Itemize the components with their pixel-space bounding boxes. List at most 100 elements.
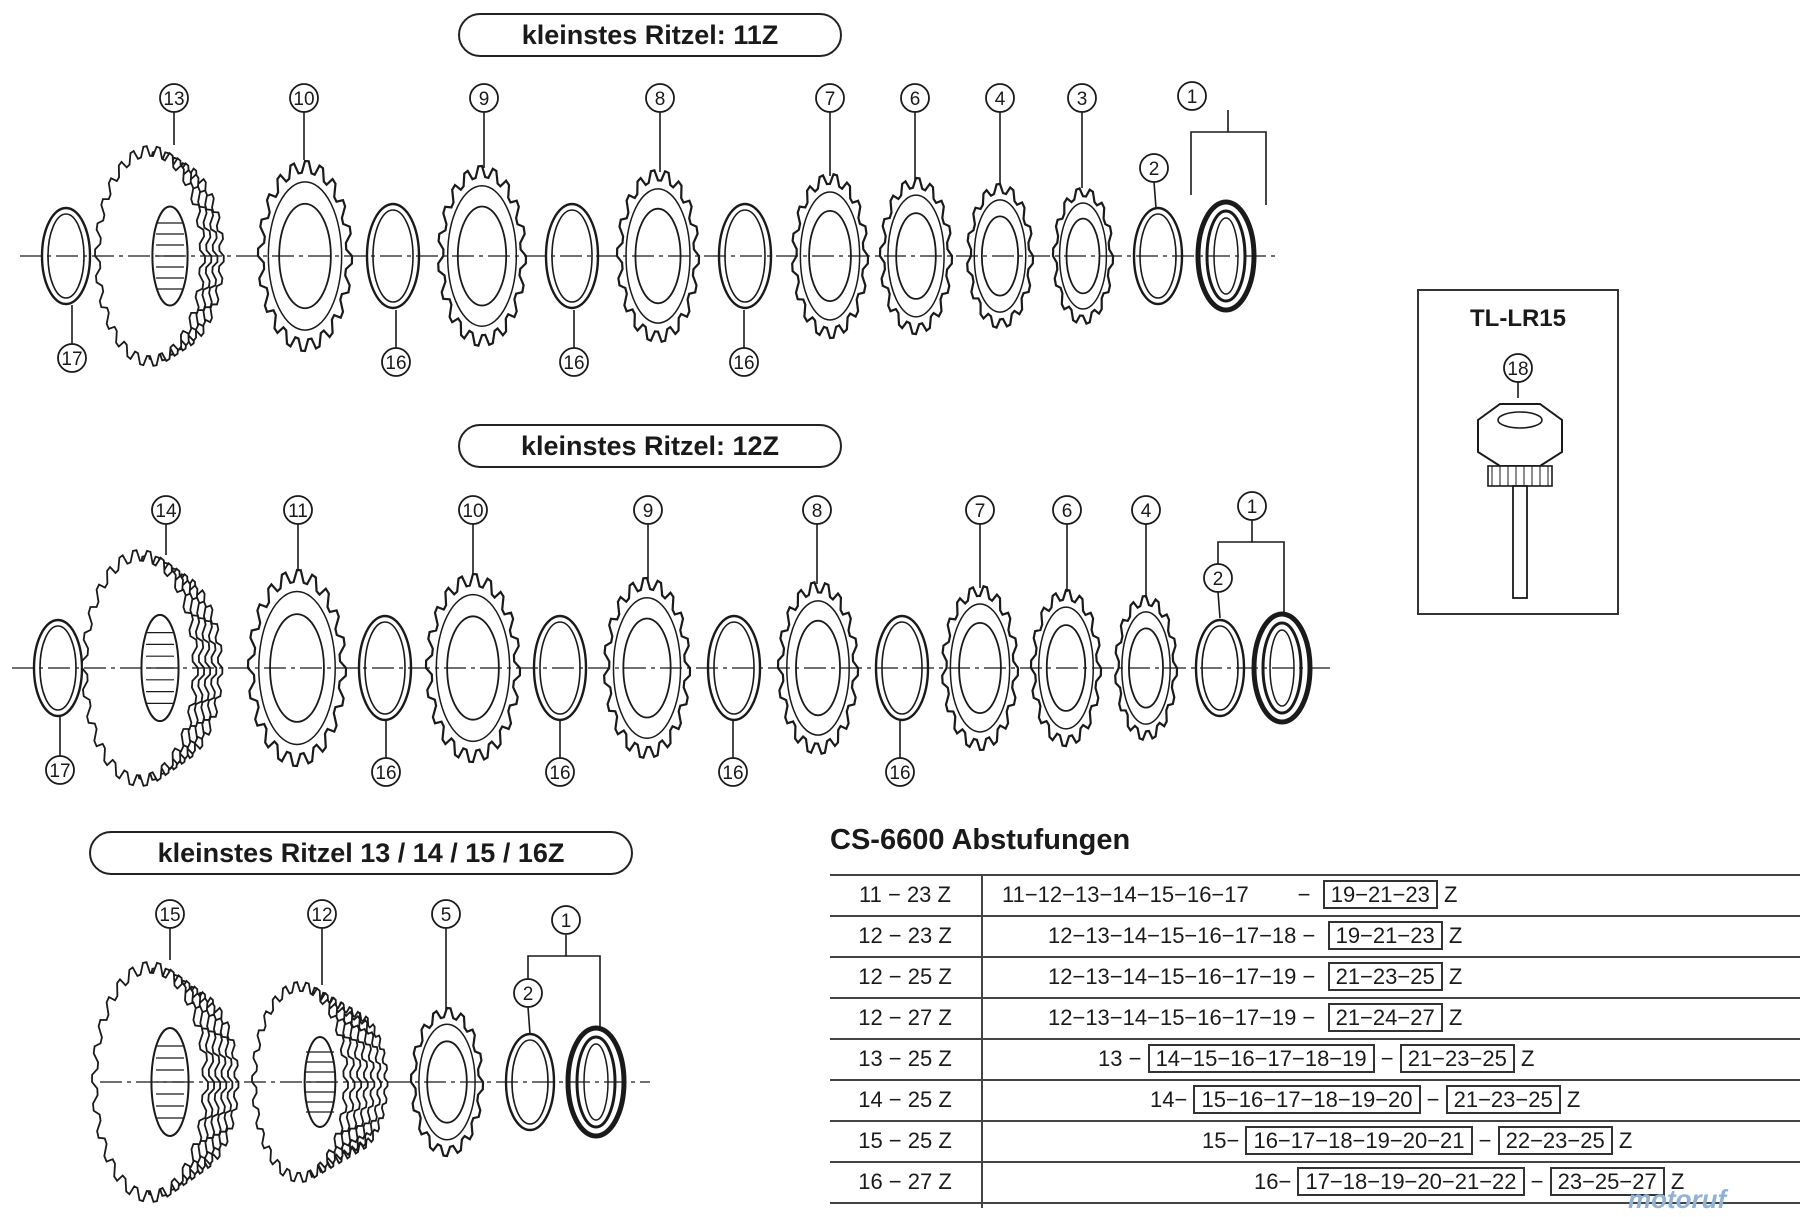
sequence-boxed: 21−23−25 bbox=[1445, 1085, 1561, 1114]
callout-bracket bbox=[1217, 520, 1253, 575]
table-row: 12 − 23 Z 12−13−14−15−16−17−18 − 19−21−2… bbox=[830, 917, 1800, 958]
banner-smallest-11z: kleinstes Ritzel: 11Z bbox=[458, 13, 842, 57]
sequence-main: 12−13−14−15−16−17−19 bbox=[1048, 964, 1297, 989]
table-row: 12 − 27 Z 12−13−14−15−16−17−19 − 21−24−2… bbox=[830, 999, 1800, 1040]
sequence-cell: 15− 16−17−18−19−20−21 − 22−23−25 Z bbox=[1202, 1126, 1633, 1155]
unit: Z bbox=[1566, 1087, 1581, 1112]
sequence-boxed: 22−23−25 bbox=[1497, 1126, 1613, 1155]
part-number: 16 bbox=[733, 353, 754, 374]
unit: Z bbox=[1448, 923, 1463, 948]
callout-circle bbox=[551, 905, 581, 935]
table-row: 14 − 25 Z 14− 15−16−17−18−19−20 − 21−23−… bbox=[830, 1081, 1800, 1122]
part-number: 10 bbox=[293, 89, 314, 110]
part-number: 10 bbox=[462, 501, 483, 522]
table-title: CS-6600 Abstufungen bbox=[830, 824, 1131, 856]
part-number: 2 bbox=[1149, 159, 1160, 180]
tool-title: TL-LR15 bbox=[1470, 305, 1566, 332]
part-number: 8 bbox=[655, 89, 666, 110]
sequence-cell: 12−13−14−15−16−17−19 − 21−24−27 Z bbox=[1048, 1003, 1463, 1032]
part-number: 7 bbox=[825, 89, 836, 110]
part-number: 16 bbox=[889, 763, 910, 784]
callout-bracket bbox=[527, 935, 567, 985]
callout-circle bbox=[965, 495, 995, 525]
callout-circle bbox=[815, 83, 845, 113]
callout-bracket bbox=[1252, 541, 1285, 615]
callout-circle bbox=[1237, 491, 1267, 521]
callout-leader bbox=[1217, 591, 1221, 619]
callout-circle bbox=[1139, 153, 1169, 183]
callout-leader bbox=[527, 1006, 531, 1035]
part-number: 12 bbox=[311, 905, 332, 926]
banner-smallest-13-16z: kleinstes Ritzel 13 / 14 / 15 / 16Z bbox=[89, 831, 633, 875]
part-number: 6 bbox=[910, 89, 921, 110]
sequence-boxed-mid: 17−18−19−20−21−22 bbox=[1297, 1167, 1525, 1196]
callout-circle bbox=[458, 495, 488, 525]
sequence-cell: 14− 15−16−17−18−19−20 − 21−23−25 Z bbox=[1150, 1085, 1581, 1114]
sequence-main: 11−12−13−14−15−16−17 bbox=[1002, 882, 1249, 907]
callout-circle bbox=[900, 83, 930, 113]
part-number: 2 bbox=[523, 984, 534, 1005]
callout-circle bbox=[1177, 81, 1207, 111]
table-row: 13 − 25 Z 13 − 14−15−16−17−18−19 − 21−23… bbox=[830, 1040, 1800, 1081]
callout-circle bbox=[645, 83, 675, 113]
part-number: 7 bbox=[975, 501, 986, 522]
callout-circle bbox=[513, 978, 543, 1008]
callout-circle bbox=[633, 495, 663, 525]
sequence-cell: 13 − 14−15−16−17−18−19 − 21−23−25 Z bbox=[1098, 1044, 1535, 1073]
unit: Z bbox=[1670, 1169, 1685, 1194]
sequence-cell: 12−13−14−15−16−17−18 − 19−21−23 Z bbox=[1048, 921, 1463, 950]
part-number: 6 bbox=[1062, 501, 1073, 522]
unit: Z bbox=[1618, 1128, 1633, 1153]
range-cell: 12 − 25 Z bbox=[858, 964, 952, 989]
part-number: 14 bbox=[155, 501, 177, 522]
callout-circle bbox=[381, 347, 411, 377]
part-number: 9 bbox=[643, 501, 654, 522]
callout-leader bbox=[1153, 181, 1157, 209]
sequence-main: 15 bbox=[1202, 1128, 1227, 1153]
range-cell: 11 − 23 Z bbox=[859, 882, 951, 907]
callout-circle bbox=[559, 347, 589, 377]
tool-box: TL-LR15 bbox=[1417, 289, 1619, 615]
range-cell: 14 − 25 Z bbox=[858, 1087, 952, 1112]
part-number: 16 bbox=[722, 763, 743, 784]
part-number: 2 bbox=[1213, 569, 1224, 590]
sequence-cell: 16− 17−18−19−20−21−22 − 23−25−27 Z bbox=[1254, 1167, 1685, 1196]
unit: Z bbox=[1448, 1005, 1463, 1030]
part-number: 16 bbox=[549, 763, 570, 784]
callout-circle bbox=[545, 757, 575, 787]
watermark-logo: motoruf bbox=[1628, 1184, 1727, 1214]
part-number: 1 bbox=[1187, 87, 1198, 108]
part-number: 18 bbox=[1507, 359, 1528, 380]
sequence-boxed: 23−25−27 bbox=[1549, 1167, 1665, 1196]
sequence-main: 16 bbox=[1254, 1169, 1279, 1194]
callout-circle bbox=[371, 757, 401, 787]
part-number: 17 bbox=[61, 349, 82, 370]
part-number: 5 bbox=[441, 905, 452, 926]
part-number: 17 bbox=[49, 761, 70, 782]
callout-circle bbox=[1067, 83, 1097, 113]
unit: Z bbox=[1443, 882, 1458, 907]
callout-circle bbox=[45, 755, 75, 785]
tool-nut-top bbox=[1497, 411, 1543, 429]
callout-circle bbox=[431, 899, 461, 929]
callout-circle bbox=[1131, 495, 1161, 525]
range-cell: 15 − 25 Z bbox=[858, 1128, 952, 1153]
range-cell: 12 − 23 Z bbox=[858, 923, 952, 948]
part-number: 4 bbox=[1141, 501, 1152, 522]
callout-circle bbox=[57, 343, 87, 373]
part-number: 16 bbox=[375, 763, 396, 784]
table-top-border bbox=[830, 874, 1800, 876]
sequence-cell: 11−12−13−14−15−16−17 − 19−21−23 Z bbox=[1002, 880, 1458, 909]
sprocket-10-inner bbox=[267, 181, 343, 331]
callout-circle bbox=[307, 899, 337, 929]
sequence-boxed: 19−21−23 bbox=[1322, 880, 1438, 909]
table-row: 15 − 25 Z 15− 16−17−18−19−20−21 − 22−23−… bbox=[830, 1122, 1800, 1163]
callout-circle bbox=[1203, 563, 1233, 593]
part-number: 16 bbox=[385, 353, 406, 374]
range-cell: 16 − 27 Z bbox=[858, 1169, 952, 1194]
sequence-boxed-mid: 15−16−17−18−19−20 bbox=[1193, 1085, 1421, 1114]
callout-bracket bbox=[1190, 110, 1229, 195]
callout-circle bbox=[985, 83, 1015, 113]
callout-circle bbox=[289, 83, 319, 113]
